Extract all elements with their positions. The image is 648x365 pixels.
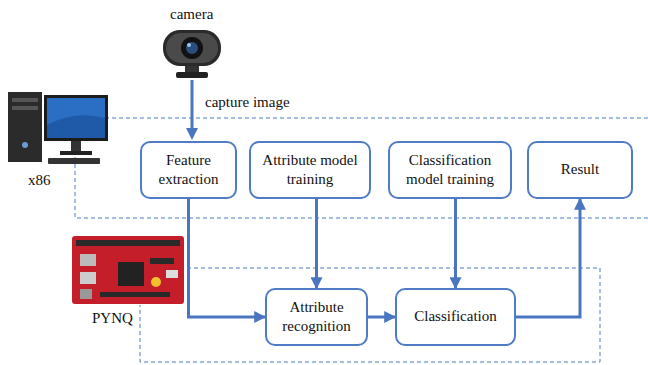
flow-arrow [315,199,318,288]
box-label: Feature extraction [148,151,229,190]
box-label: Classification [414,307,497,327]
capture-arrow [191,80,194,130]
pynq-board-icon [72,236,184,304]
text-label: camera [170,6,213,23]
x86-region [75,118,648,218]
pynq-region [140,268,600,362]
process-box: Result [527,141,633,199]
computer-icon [8,92,108,164]
text-label: x86 [28,172,51,189]
process-box: Attribute model training [249,141,371,199]
box-label: Attribute recognition [273,298,360,337]
process-box: Feature extraction [140,141,237,199]
box-label: Result [561,160,599,180]
box-label: Classification model training [396,151,504,190]
flow-arrow [189,199,266,317]
text-label: PYNQ [92,310,133,327]
flow-arrow [454,199,457,288]
camera-icon [163,30,221,78]
process-box: Classification [395,288,516,346]
flow-arrow [368,316,395,319]
process-box: Attribute recognition [265,288,368,346]
capture-arrowhead [186,128,198,140]
flow-arrow [516,199,580,317]
process-box: Classification model training [388,141,512,199]
box-label: Attribute model training [257,151,363,190]
text-label: capture image [205,94,290,111]
